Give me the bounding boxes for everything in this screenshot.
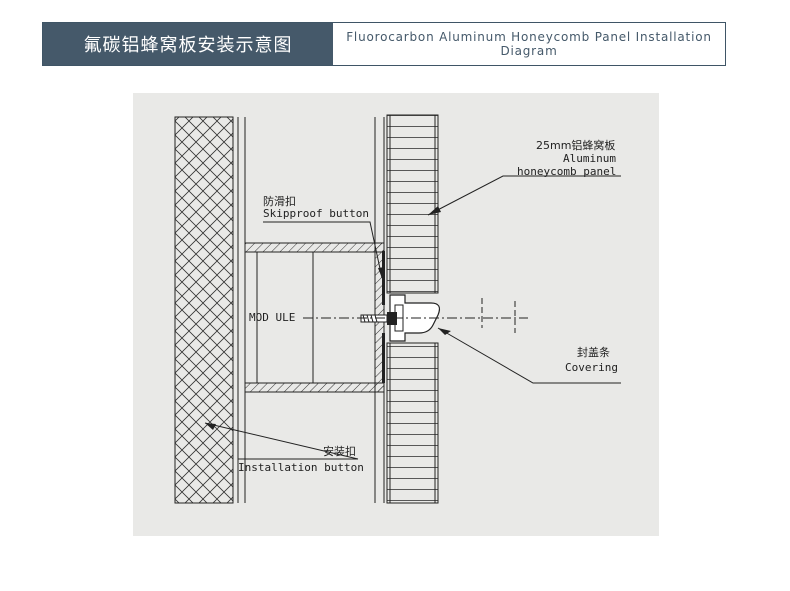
install-label-cn: 安装扣 [323,444,356,458]
panel-label-cn: 25mm铝蜂窝板 [536,138,615,152]
covering-label-cn: 封盖条 [577,345,610,359]
concrete-wall [174,116,246,504]
install-label-en: Installation button [238,461,364,474]
leader-arrowheads [205,206,451,430]
title-chinese: 氟碳铝蜂窝板安装示意图 [43,23,333,65]
module-label: MOD ULE [249,311,295,324]
center-axis [303,298,528,333]
title-english-line1: Fluorocarbon Aluminum Honeycomb Panel In… [346,30,712,44]
title-english: Fluorocarbon Aluminum Honeycomb Panel In… [333,23,725,65]
title-english-line2: Diagram [500,44,558,58]
panel-label-en1: Aluminum [563,152,616,165]
skipproof-label-cn: 防滑扣 [263,194,296,208]
covering-label-en: Covering [565,361,618,374]
title-banner: 氟碳铝蜂窝板安装示意图 Fluorocarbon Aluminum Honeyc… [42,22,726,66]
honeycomb-panel-lower [386,342,439,504]
leader-lines [204,175,621,460]
skipproof-label-en: Skipproof button [263,207,369,220]
mounting-plates [374,117,385,503]
panel-label-en2: honeycomb panel [517,165,616,178]
installation-diagram: 25mm铝蜂窝板 Aluminum honeycomb panel 防滑扣 Sk… [133,93,659,536]
skipproof-clip [382,251,385,383]
diagram-svg: 25mm铝蜂窝板 Aluminum honeycomb panel 防滑扣 Sk… [133,93,659,536]
honeycomb-panel-upper [386,114,439,294]
